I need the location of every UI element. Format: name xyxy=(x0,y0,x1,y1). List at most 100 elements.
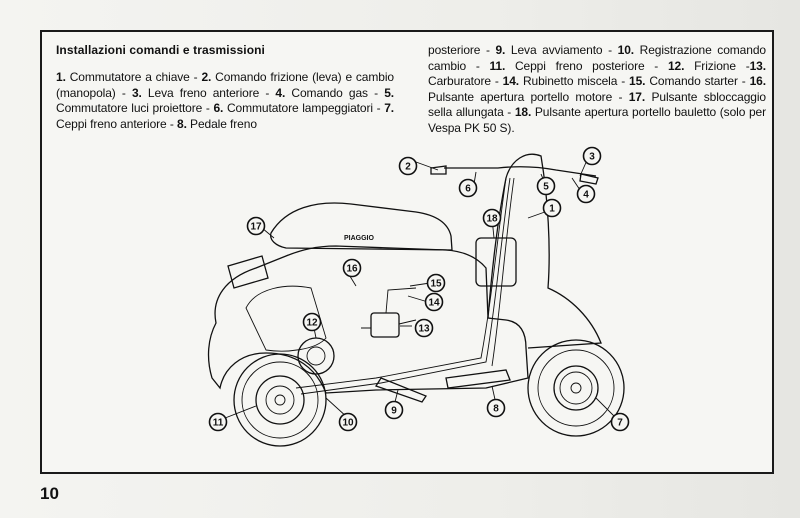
callout-label: 5 xyxy=(543,182,549,193)
callout-11: 11 xyxy=(208,412,228,432)
callout-circle xyxy=(576,184,596,204)
rear-brake xyxy=(255,375,305,425)
callout-circle xyxy=(398,156,418,176)
legend-description: Commutatore luci proiettore - xyxy=(56,101,214,115)
callout-circle xyxy=(208,412,228,432)
callout-9: 9 xyxy=(384,400,404,420)
callout-circle xyxy=(582,146,602,166)
legend-description: Commutatore a chiave - xyxy=(65,70,202,84)
callout-circle xyxy=(342,258,362,278)
legend-number: 7. xyxy=(384,101,394,115)
callout-circle xyxy=(536,176,556,196)
brand-lettering: PIAGGIO xyxy=(344,235,375,242)
callout-18: 18 xyxy=(482,208,502,228)
legend-description: Comando frizione (leva) e cambio (manopo… xyxy=(56,70,394,100)
callout-13: 13 xyxy=(414,318,434,338)
legend-number: 4. xyxy=(275,85,286,100)
legend-description: Registrazione comando cambio - xyxy=(428,43,766,73)
legend-description: Rubinetto miscela - xyxy=(519,74,630,88)
callout-12: 12 xyxy=(302,312,322,332)
legend-number: 12. xyxy=(667,58,685,73)
callout-label: 13 xyxy=(418,324,430,335)
callout-circle xyxy=(384,400,404,420)
legend-number: 9. xyxy=(495,43,506,57)
callout-label: 11 xyxy=(213,418,224,429)
callout-circle xyxy=(414,318,434,338)
callout-6: 6 xyxy=(458,178,478,198)
control-cables xyxy=(295,177,507,389)
callout-label: 12 xyxy=(306,318,318,329)
legend-description: Ceppi freno posteriore - xyxy=(505,58,668,73)
legend-description: Carburatore - xyxy=(428,74,503,88)
tail-light xyxy=(227,255,269,289)
rear-wheel xyxy=(233,353,327,447)
legend-description: Pulsante apertura portello motore - xyxy=(428,89,629,104)
engine-cover xyxy=(245,285,327,352)
callout-label: 18 xyxy=(486,214,498,225)
front-brake xyxy=(553,365,599,411)
clutch-housing xyxy=(297,337,335,375)
handlebar xyxy=(444,166,597,177)
callout-label: 10 xyxy=(342,418,354,429)
page-number: 10 xyxy=(40,484,59,503)
legend-description: Comando gas - xyxy=(285,85,385,100)
legend-number: 5. xyxy=(384,85,394,100)
legend-number: 11. xyxy=(489,58,506,73)
callout-label: 15 xyxy=(430,279,442,290)
scooter-controls-diagram: PIAGGIO xyxy=(207,146,630,447)
callout-label: 1 xyxy=(549,204,555,215)
legend-description: Leva avviamento - xyxy=(505,43,618,57)
callout-3: 3 xyxy=(582,146,602,166)
legend-description: Pulsante apertura portello bauletto (sol… xyxy=(428,105,766,135)
legend-number: 14. xyxy=(502,74,520,88)
scooter-body xyxy=(207,245,529,394)
legend-number: 1. xyxy=(56,70,66,84)
callout-circle xyxy=(542,198,562,218)
callout-10: 10 xyxy=(338,412,358,432)
legend-description: Comando starter - xyxy=(645,74,750,88)
kick-start-lever xyxy=(375,377,427,403)
legend-description: posteriore - xyxy=(428,43,496,57)
callout-17: 17 xyxy=(246,216,266,236)
callout-circle xyxy=(458,178,478,198)
callout-circle xyxy=(302,312,322,332)
callout-label: 16 xyxy=(346,264,358,275)
callout-label: 2 xyxy=(405,162,411,173)
callout-label: 9 xyxy=(391,406,397,417)
callout-circle xyxy=(426,273,446,293)
callout-circle xyxy=(482,208,502,228)
legend-text-left: 1. Commutatore a chiave - 2. Comando fri… xyxy=(56,70,394,132)
legend-number: 18. xyxy=(514,105,532,119)
legend-number: 13. xyxy=(749,58,766,73)
callout-label: 8 xyxy=(493,404,499,415)
leader-lines xyxy=(219,157,619,421)
callout-circle xyxy=(486,398,506,418)
callout-14: 14 xyxy=(424,292,444,312)
callout-circle xyxy=(424,292,444,312)
legend-number: 6. xyxy=(213,101,224,115)
section-heading: Installazioni comandi e trasmissioni xyxy=(56,43,265,57)
callout-16: 16 xyxy=(342,258,362,278)
legend-number: 10. xyxy=(617,43,635,57)
carburettor xyxy=(370,312,400,338)
legend-text-right: posteriore - 9. Leva avviamento - 10. Re… xyxy=(428,43,766,136)
callout-label: 6 xyxy=(465,184,471,195)
legend-description: Pedale freno xyxy=(186,116,257,131)
callout-label: 3 xyxy=(589,152,595,163)
callout-circle xyxy=(246,216,266,236)
legend-number: 17. xyxy=(628,89,646,104)
callout-2: 2 xyxy=(398,156,418,176)
legend-number: 8. xyxy=(177,116,187,131)
callout-circle xyxy=(338,412,358,432)
legend-description: Leva freno anteriore - xyxy=(141,85,276,100)
legend-number: 2. xyxy=(201,70,212,84)
glove-box xyxy=(475,237,517,287)
callout-15: 15 xyxy=(426,273,446,293)
callout-label: 4 xyxy=(583,190,589,201)
legend-description: Pulsante sbloccaggio sella allungata - xyxy=(428,89,766,120)
legend-description: Commutatore lampeggiatori - xyxy=(223,101,385,115)
legend-number: 15. xyxy=(629,74,646,88)
front-wheel xyxy=(527,339,625,437)
seat xyxy=(270,202,453,251)
